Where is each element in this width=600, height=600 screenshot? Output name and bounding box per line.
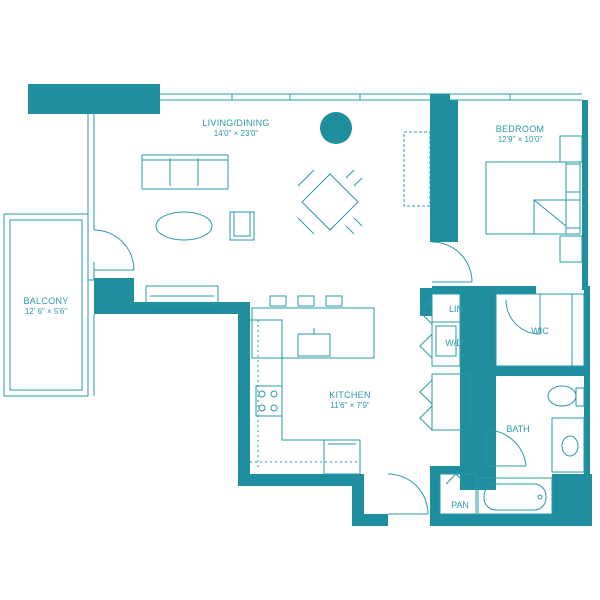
lin-name: LIN	[449, 304, 463, 314]
wall-bath-top	[470, 366, 584, 376]
pan-name: PAN	[451, 500, 469, 510]
wic-name: WIC	[531, 326, 549, 336]
bath-name: BATH	[506, 424, 529, 434]
wall-living-bottom	[94, 302, 244, 314]
thin-lines	[3, 93, 585, 515]
labels: LIVING/DINING 14'0" × 23'0" BEDROOM 12'9…	[23, 118, 549, 510]
wall-central	[460, 290, 496, 490]
wd-name: W/D	[445, 338, 463, 348]
wall-step	[352, 474, 364, 524]
living-dims: 14'0" × 23'0"	[214, 129, 259, 138]
wall-kitchen-left	[238, 302, 250, 484]
bedroom-dims: 12'9" × 10'0"	[498, 135, 543, 144]
column-icon	[320, 112, 352, 144]
wall-pantry-top	[430, 466, 480, 474]
wall-pantry-left	[430, 470, 440, 526]
wall-central-top	[432, 286, 536, 294]
wall-right	[582, 100, 588, 290]
balcony-dims: 12' 6" × 5'6"	[25, 307, 67, 316]
wall-bedroom-left	[430, 100, 458, 242]
wall-right-mid	[584, 286, 590, 376]
wall-kitchen-bottom	[238, 474, 360, 486]
wall-bottom-right	[430, 514, 590, 526]
living-name: LIVING/DINING	[202, 118, 269, 128]
wall-right-lower	[584, 376, 590, 486]
balcony-name: BALCONY	[23, 296, 68, 306]
wall-bottom-left	[352, 514, 388, 526]
walls	[28, 84, 592, 526]
kitchen-dims: 11'6" × 7'9"	[330, 401, 370, 410]
kitchen-name: KITCHEN	[329, 390, 371, 400]
wall-top-left-block	[28, 84, 160, 114]
bedroom-name: BEDROOM	[496, 124, 545, 134]
